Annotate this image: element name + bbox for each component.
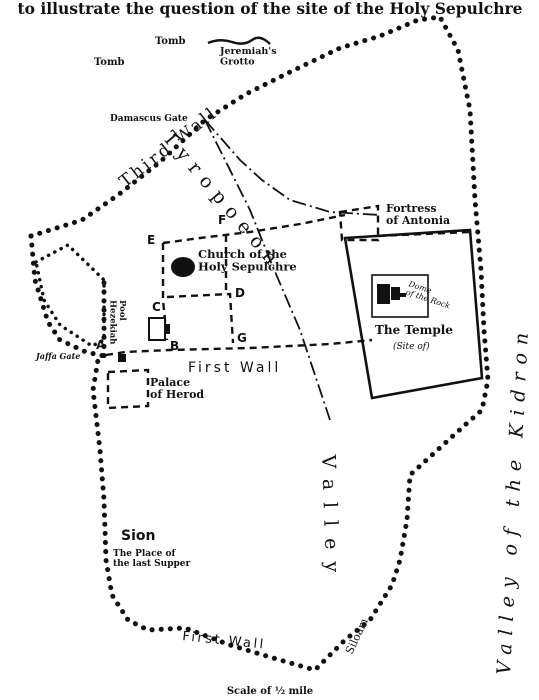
dome-of-rock-inner (377, 284, 390, 304)
point-g: G (237, 331, 247, 345)
pool-small-mark (165, 324, 170, 334)
pool-of-hezekiah (148, 317, 166, 341)
grotto-line (207, 36, 271, 45)
damascus-gate-label: Damascus Gate (110, 114, 188, 124)
map-title: to illustrate the question of the site o… (17, 0, 522, 18)
sion-label: Sion (121, 528, 155, 544)
enclosure-inner-d (166, 292, 235, 344)
second-wall (204, 119, 381, 216)
scale-label: Scale of ½ mile (227, 686, 313, 697)
point-d: D (235, 286, 245, 300)
fortress-antonia-outline (338, 204, 380, 242)
tomb-left-label: Tomb (94, 57, 125, 68)
temple-label: The Temple (375, 323, 453, 337)
point-f: F (218, 213, 226, 227)
palace-of-herod-outline (106, 368, 150, 410)
temple-site-label: (Site of) (393, 341, 430, 352)
outer-wall-west (28, 233, 107, 359)
point-e: E (147, 233, 155, 247)
outer-city-wall (28, 14, 491, 673)
enclosure-e-f (162, 213, 346, 245)
tyropoeon-valley-label: Valley (317, 453, 344, 584)
enclosure-west-side (161, 243, 169, 341)
temple-enclosure (343, 228, 484, 400)
second-wall-valley-line (204, 119, 331, 421)
first-wall-north (105, 338, 373, 357)
point-b: B (170, 339, 179, 353)
dome-of-rock-notch (400, 293, 406, 297)
pool-label: PoolHezekiah (108, 300, 127, 344)
first-wall-south-label: First Wall (182, 629, 267, 653)
west-enclosure-wall (34, 242, 106, 349)
point-c: C (152, 300, 161, 314)
church-marker (171, 257, 195, 277)
point-a: A (96, 338, 106, 352)
dome-of-rock-core (391, 287, 400, 300)
jaffa-gate-marker (118, 354, 126, 362)
kidron-label: Valley of the Kidron (493, 324, 533, 675)
first-wall-north-label: First Wall (188, 360, 281, 376)
siloam-label: Siloam (343, 616, 371, 657)
tomb-top-label: Tomb (155, 36, 186, 47)
jaffa-gate-label: Jaffa Gate (34, 351, 80, 361)
